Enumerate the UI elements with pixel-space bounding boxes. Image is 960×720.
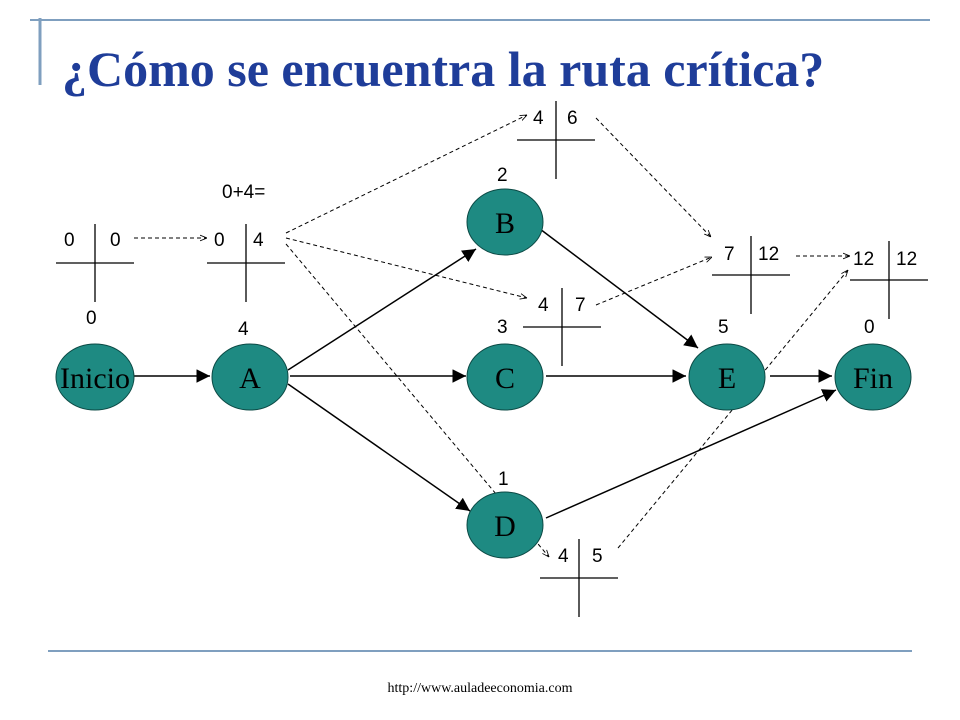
node-fin: Fin <box>834 343 912 411</box>
time-cross-c-left: 4 <box>538 295 549 316</box>
node-d-label: D <box>494 510 516 543</box>
time-cross-e-left: 7 <box>724 244 735 265</box>
duration-c: 3 <box>497 317 508 338</box>
arrow-d-fin <box>545 389 837 519</box>
time-cross-e-right: 12 <box>758 244 779 265</box>
duration-d: 1 <box>498 469 509 490</box>
arrow-a-b <box>287 248 477 371</box>
time-cross-inicio-left: 0 <box>64 230 75 251</box>
time-cross-c-right: 7 <box>575 295 586 316</box>
dashed-arrow-b-e <box>595 117 711 237</box>
node-a-label: A <box>239 362 261 395</box>
time-cross-inicio: 0 0 <box>56 224 134 302</box>
time-cross-inicio-right: 0 <box>110 230 121 251</box>
time-cross-d-right: 5 <box>592 546 603 567</box>
arrow-a-d <box>287 383 471 512</box>
arrow-b-e <box>539 228 699 349</box>
dashed-arrow-a-c <box>285 237 527 298</box>
time-propagation-arrows <box>134 115 850 557</box>
time-cross-e: 7 12 <box>712 236 790 314</box>
node-e-label: E <box>718 362 736 395</box>
duration-e: 5 <box>718 317 729 338</box>
footer-url: http://www.auladeeconomia.com <box>387 681 573 696</box>
time-cross-c: 4 7 <box>523 288 601 366</box>
node-b: B <box>466 188 544 256</box>
time-cross-b-left: 4 <box>533 108 544 129</box>
node-fin-label: Fin <box>853 362 893 395</box>
duration-fin: 0 <box>864 317 875 338</box>
time-cross-b: 4 6 <box>517 101 595 179</box>
node-c-label: C <box>495 362 515 395</box>
dashed-arrow-a-d <box>285 243 549 557</box>
duration-inicio: 0 <box>86 308 97 329</box>
slide-decoration <box>30 18 930 652</box>
time-cross-d: 4 5 <box>540 539 618 617</box>
node-b-label: B <box>495 207 515 240</box>
dashed-arrow-a-b <box>285 115 527 234</box>
annotation-sum: 0+4= <box>222 182 265 203</box>
time-cross-a-right: 4 <box>253 230 264 251</box>
durations: 0 4 2 3 1 5 0 <box>86 165 875 490</box>
time-cross-a-left: 0 <box>214 230 225 251</box>
activity-arrows <box>134 228 837 519</box>
node-a: A <box>211 343 289 411</box>
node-inicio: Inicio <box>55 343 135 411</box>
node-c: C <box>466 343 544 411</box>
duration-b: 2 <box>497 165 508 186</box>
time-cross-b-right: 6 <box>567 108 578 129</box>
dashed-arrow-c-e <box>595 256 712 306</box>
node-inicio-label: Inicio <box>60 362 130 395</box>
time-cross-fin-right: 12 <box>896 249 917 270</box>
node-d: D <box>466 491 544 559</box>
page-title: ¿Cómo se encuentra la ruta crítica? <box>62 41 825 97</box>
time-cross-a: 0 4 <box>207 224 285 302</box>
time-cross-fin-left: 12 <box>853 249 874 270</box>
node-e: E <box>688 343 766 411</box>
duration-a: 4 <box>238 319 249 340</box>
time-cross-d-left: 4 <box>558 546 569 567</box>
time-cross-fin: 12 12 <box>850 241 928 319</box>
